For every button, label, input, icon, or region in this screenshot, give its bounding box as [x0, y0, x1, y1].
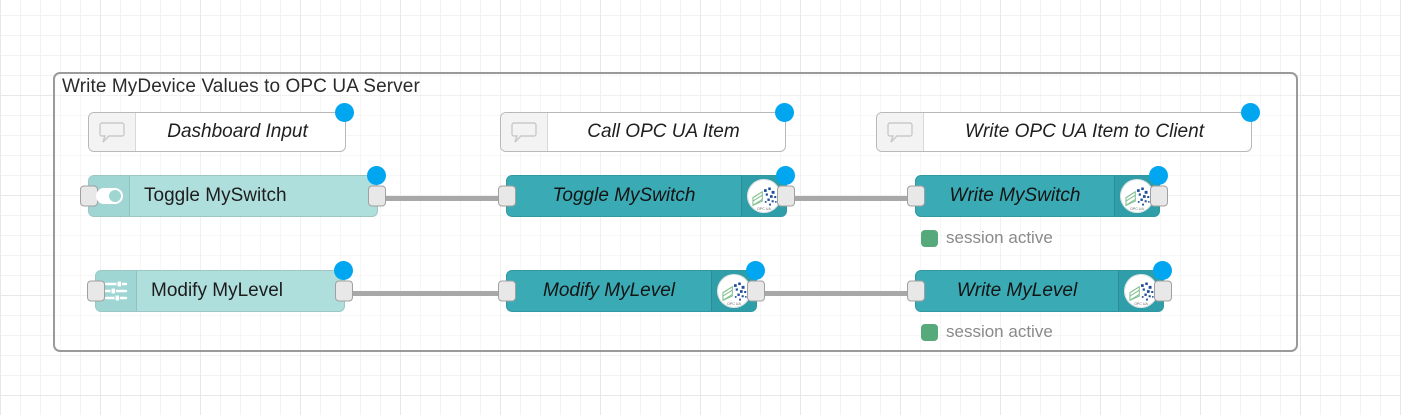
- status-text: session active: [946, 322, 1053, 341]
- node-output-port[interactable]: [1154, 280, 1172, 302]
- node-label: Write MyLevel: [956, 280, 1078, 301]
- node-modify-mylevel-opcua[interactable]: Modify MyLevel: [498, 261, 765, 312]
- selection-indicator[interactable]: [746, 261, 765, 280]
- selection-indicator[interactable]: [1241, 103, 1260, 122]
- svg-text:OPC UA: OPC UA: [1130, 207, 1144, 211]
- status-indicator-dot: [921, 323, 938, 341]
- comment-node-call-opcua-item[interactable]: Call OPC UA Item: [500, 103, 794, 152]
- wire-level-opcua-to-write[interactable]: [757, 291, 915, 296]
- node-modify-mylevel-input[interactable]: Modify MyLevel: [87, 261, 353, 312]
- node-input-port[interactable]: [907, 280, 925, 302]
- node-group-label: Write MyDevice Values to OPC UA Server: [62, 76, 420, 97]
- selection-indicator[interactable]: [1149, 166, 1168, 185]
- wire-toggle-opcua-to-write[interactable]: [787, 196, 915, 201]
- svg-text:OPC UA: OPC UA: [1134, 302, 1148, 306]
- svg-text:OPC UA: OPC UA: [727, 302, 741, 306]
- node-output-port[interactable]: [777, 185, 795, 207]
- node-toggle-myswitch-input[interactable]: Toggle MySwitch: [80, 166, 386, 217]
- toggle-switch-icon: [89, 176, 130, 216]
- node-write-mylevel[interactable]: Write MyLevel: [907, 261, 1172, 312]
- selection-indicator[interactable]: [776, 166, 795, 185]
- wire-level-input-to-opcua[interactable]: [345, 291, 507, 296]
- wire-toggle-input-to-opcua[interactable]: [378, 196, 506, 201]
- status-indicator-dot: [921, 229, 938, 247]
- comment-node-dashboard-input[interactable]: Dashboard Input: [88, 103, 354, 152]
- node-output-port[interactable]: [1150, 185, 1168, 207]
- node-input-port[interactable]: [498, 185, 516, 207]
- node-label: Toggle MySwitch: [552, 185, 696, 206]
- node-toggle-myswitch-opcua[interactable]: Toggle MySwitch: [498, 166, 795, 217]
- comment-label: Call OPC UA Item: [587, 121, 740, 142]
- node-input-port[interactable]: [498, 280, 516, 302]
- comment-icon: [89, 113, 136, 151]
- comment-label: Write OPC UA Item to Client: [965, 121, 1204, 142]
- node-input-port[interactable]: [907, 185, 925, 207]
- comment-label: Dashboard Input: [167, 121, 308, 142]
- comment-icon: [501, 113, 548, 151]
- node-input-port[interactable]: [87, 280, 105, 302]
- selection-indicator[interactable]: [775, 103, 794, 122]
- node-label: Modify MyLevel: [543, 280, 675, 301]
- node-label: Modify MyLevel: [151, 280, 283, 301]
- selection-indicator[interactable]: [367, 166, 386, 185]
- selection-indicator[interactable]: [1153, 261, 1172, 280]
- node-write-myswitch[interactable]: Write MySwitch: [907, 166, 1168, 217]
- sliders-icon: [96, 271, 137, 311]
- selection-indicator[interactable]: [335, 103, 354, 122]
- node-label: Toggle MySwitch: [144, 185, 287, 206]
- comment-icon: [877, 113, 924, 151]
- selection-indicator[interactable]: [334, 261, 353, 280]
- svg-text:OPC UA: OPC UA: [757, 207, 771, 211]
- comment-node-write-opcua-item-to-client[interactable]: Write OPC UA Item to Client: [876, 103, 1260, 152]
- status-text: session active: [946, 228, 1053, 247]
- node-label: Write MySwitch: [949, 185, 1081, 206]
- node-output-port[interactable]: [747, 280, 765, 302]
- status-write-myswitch: session active: [921, 228, 1053, 248]
- status-write-mylevel: session active: [921, 322, 1053, 342]
- node-output-port[interactable]: [335, 280, 353, 302]
- opcua-logo-icon: OPC UA: [1114, 176, 1159, 216]
- node-output-port[interactable]: [368, 185, 386, 207]
